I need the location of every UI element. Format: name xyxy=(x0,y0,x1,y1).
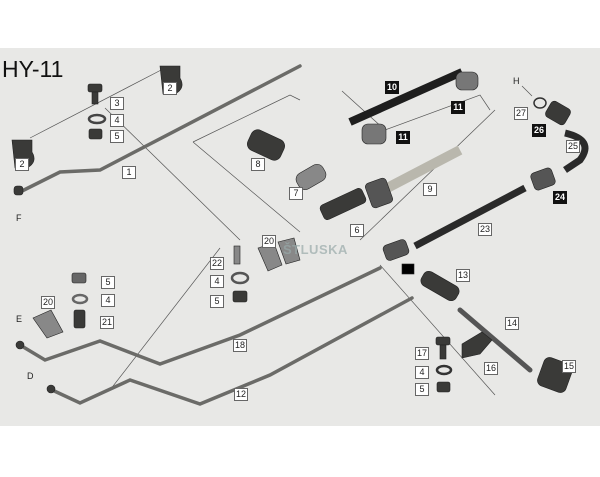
callout-20: 20 xyxy=(262,235,277,248)
callout-11: 11 xyxy=(451,101,465,114)
washer-4 xyxy=(435,364,453,376)
callout-27: 27 xyxy=(514,107,529,120)
callout-18: 18 xyxy=(233,339,248,352)
diagram-sheet xyxy=(0,48,600,426)
callout-26: 26 xyxy=(532,124,547,137)
fitting-26 xyxy=(545,100,571,126)
callout-12: 12 xyxy=(234,388,249,401)
callout-5: 5 xyxy=(101,276,115,289)
callout-25: 25 xyxy=(566,140,581,153)
bolt-17 xyxy=(435,336,451,346)
callout-13: 13 xyxy=(456,269,471,282)
screw-22 xyxy=(233,245,241,265)
clip-11 xyxy=(455,71,479,91)
fitting-f xyxy=(13,185,24,196)
tube-18 xyxy=(18,266,382,366)
hose-23 xyxy=(413,184,527,250)
callout-4: 4 xyxy=(101,294,115,307)
callout-9: 9 xyxy=(423,183,437,196)
callout-15: 15 xyxy=(562,360,577,373)
callout-3: 3 xyxy=(110,97,124,110)
bolt-3-shank xyxy=(91,91,99,105)
point-d: D xyxy=(27,371,34,381)
leader-line xyxy=(359,109,496,241)
callout-7: 7 xyxy=(289,187,303,200)
hose-25 xyxy=(563,129,589,173)
clamp-16 xyxy=(461,331,493,359)
callout-4: 4 xyxy=(415,366,429,379)
callout-5: 5 xyxy=(210,295,224,308)
callout-17: 17 xyxy=(415,347,430,360)
leader-line xyxy=(109,247,221,391)
bolt-17-shank xyxy=(439,344,447,360)
point-h: H xyxy=(513,76,520,86)
callout-20: 20 xyxy=(41,296,56,309)
nut-5 xyxy=(436,381,451,393)
callout-10: 10 xyxy=(385,81,400,94)
callout-23: 23 xyxy=(478,223,493,236)
leader-line xyxy=(192,141,301,233)
tube-12 xyxy=(48,296,414,406)
leader-line xyxy=(521,85,533,97)
fitting-23-end xyxy=(382,239,410,261)
callout-4: 4 xyxy=(210,275,224,288)
nut-5 xyxy=(71,272,87,284)
fitting-24 xyxy=(530,167,556,191)
nut-9 xyxy=(365,177,393,209)
callout-4: 4 xyxy=(110,114,124,127)
washer-4 xyxy=(87,113,107,125)
clip-11 xyxy=(361,123,387,145)
leader-line xyxy=(104,107,241,241)
callout-2: 2 xyxy=(163,82,177,95)
clamp-20 xyxy=(32,309,64,339)
nut-5 xyxy=(88,128,103,140)
point-e: E xyxy=(16,314,23,324)
leader-line xyxy=(379,264,496,396)
callout-8: 8 xyxy=(251,158,265,171)
callout-1: 1 xyxy=(122,166,136,179)
bolt-3 xyxy=(87,83,103,93)
tube-1 xyxy=(16,64,302,195)
leader-bracket xyxy=(341,90,491,131)
nut-5 xyxy=(232,290,248,303)
point-f: F xyxy=(16,213,22,223)
callout-5: 5 xyxy=(415,383,429,396)
bolt-21 xyxy=(73,309,86,329)
hose-10 xyxy=(348,68,464,126)
callout-16: 16 xyxy=(484,362,499,375)
tee-6 xyxy=(319,188,367,220)
washer-4 xyxy=(230,271,250,285)
diagram-title: HY-11 xyxy=(2,56,64,82)
tube-14 xyxy=(457,307,533,373)
callout-11: 11 xyxy=(396,131,410,144)
callout-24: 24 xyxy=(553,191,568,204)
fitting-7 xyxy=(295,163,327,191)
callout-6: 6 xyxy=(350,224,364,237)
callout-2: 2 xyxy=(15,158,29,171)
callout-21: 21 xyxy=(100,316,115,329)
fitting-8 xyxy=(247,129,285,161)
callout-22: 22 xyxy=(210,257,225,270)
watermark: ŠTLUSKA xyxy=(283,242,348,257)
callout-14: 14 xyxy=(505,317,520,330)
fitting-e xyxy=(15,340,25,350)
washer-4 xyxy=(71,293,89,305)
unlabeled-marker xyxy=(401,263,415,275)
leader-bracket xyxy=(192,94,301,143)
fitting-d xyxy=(46,384,56,394)
elbow-13 xyxy=(420,270,460,302)
oring-27 xyxy=(533,97,547,109)
callout-5: 5 xyxy=(110,130,124,143)
